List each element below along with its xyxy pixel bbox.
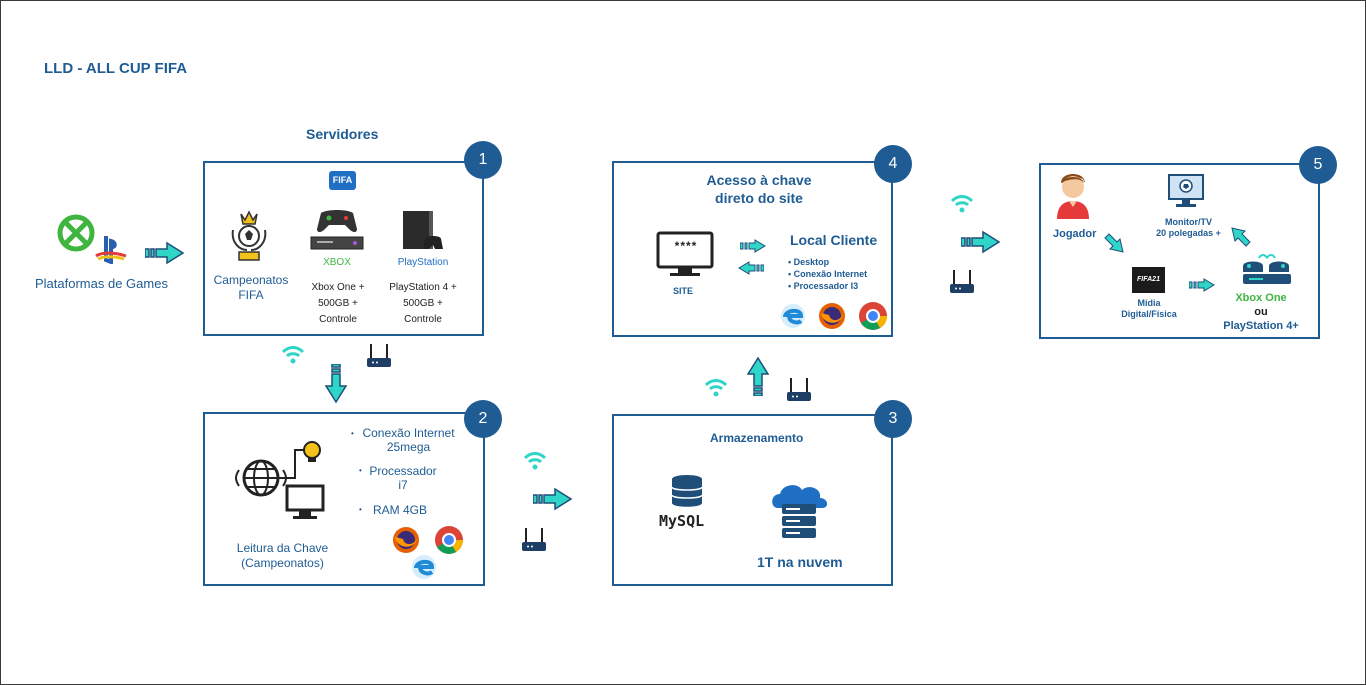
wifi-icon	[950, 193, 974, 215]
playstation-logo-icon	[94, 234, 128, 264]
cloud-label: 1T na nuvem	[757, 554, 843, 570]
arrow-down-icon	[324, 364, 348, 404]
storage-box: Armazenamento MySQL 1T na nuvem	[612, 414, 893, 586]
xbox-logo-icon	[57, 214, 95, 252]
game-consoles-icon	[1241, 252, 1293, 286]
database-icon	[670, 474, 704, 508]
campeonatos-label: Campeonatos FIFA	[213, 273, 289, 302]
servers-box: FIFA Campeonatos FIFA XBOX Xbox One + 50…	[203, 161, 484, 336]
trophy-icon	[227, 210, 271, 264]
arrow-right-icon	[533, 487, 573, 511]
spec-item: Conexão Internet 25mega	[362, 426, 455, 454]
arrow-diagonal-down-icon	[1103, 232, 1125, 254]
client-spec-item: Processador I3	[793, 281, 859, 291]
client-spec-item: Conexão Internet	[793, 269, 868, 279]
fifa21-cover-icon: FIFA21	[1132, 267, 1165, 293]
xbox-console-icon	[309, 207, 365, 255]
page-title: LLD - ALL CUP FIFA	[44, 60, 188, 77]
player-label: Jogador	[1053, 228, 1097, 240]
playstation-label: PlayStation	[397, 257, 449, 268]
step-badge-4: 4	[874, 145, 912, 183]
site-access-box: Acesso à chave direto do site **** SITE …	[612, 161, 893, 337]
site-access-title: Acesso à chave direto do site	[706, 172, 812, 206]
arrow-right-icon	[145, 241, 185, 265]
xbox-spec: Xbox One + 500GB + Controle	[311, 282, 365, 325]
wifi-icon	[523, 450, 547, 472]
servers-title: Servidores	[306, 126, 379, 142]
step-badge-1: 1	[464, 141, 502, 179]
playstation-console-icon	[401, 207, 445, 253]
key-reading-caption: Leitura da Chave (Campeonatos)	[236, 541, 329, 570]
arrow-diagonal-up-icon	[1230, 226, 1252, 248]
wifi-icon	[281, 344, 305, 366]
router-icon	[521, 526, 547, 554]
spec-item: RAM 4GB	[373, 503, 428, 517]
monitor-password-icon	[656, 231, 714, 279]
playstation-spec: PlayStation 4 + 500GB + Controle	[389, 282, 457, 325]
client-specs-list: • Desktop • Conexão Internet • Processad…	[788, 257, 868, 291]
chrome-icon	[857, 300, 889, 332]
monitor-label: Monitor/TV 20 polegadas +	[1156, 217, 1221, 238]
spec-item: Processador i7	[369, 464, 437, 492]
or-label: ou	[1254, 306, 1268, 318]
local-client-title: Local Cliente	[790, 232, 878, 248]
step-badge-2: 2	[464, 400, 502, 438]
password-mask: ****	[674, 239, 698, 253]
tv-monitor-icon	[1168, 173, 1204, 209]
arrow-up-icon	[746, 356, 770, 396]
wifi-icon	[704, 377, 728, 399]
arrow-right-icon	[740, 239, 766, 253]
router-icon	[949, 268, 975, 296]
arrow-right-icon	[961, 230, 1001, 254]
router-icon	[786, 376, 812, 404]
network-computer-icon	[235, 436, 335, 526]
site-label: SITE	[673, 286, 694, 296]
xbox-label: XBOX	[323, 257, 351, 268]
step-badge-5: 5	[1299, 146, 1337, 184]
chrome-icon	[433, 524, 465, 556]
xbox-one-label: Xbox One	[1235, 292, 1287, 304]
firefox-icon	[817, 301, 847, 331]
arrow-right-icon	[1189, 278, 1215, 292]
cloud-server-icon	[768, 482, 830, 542]
client-spec-item: Desktop	[793, 257, 830, 267]
player-avatar-icon	[1053, 169, 1093, 221]
storage-title: Armazenamento	[710, 431, 804, 445]
firefox-icon	[391, 525, 421, 555]
arrow-left-icon	[738, 261, 764, 275]
edge-icon	[410, 553, 438, 581]
mysql-label: MySQL	[659, 512, 705, 530]
platforms-label: Plataformas de Games	[35, 276, 168, 291]
key-reading-box: Leitura da Chave (Campeonatos) • Conexão…	[203, 412, 485, 586]
step-badge-3: 3	[874, 400, 912, 438]
router-icon	[366, 342, 392, 370]
player-box: Jogador Monitor/TV 20 polegadas + FIFA21…	[1039, 163, 1320, 339]
fifa-logo-icon: FIFA	[329, 171, 356, 190]
ps4-label: PlayStation 4+	[1223, 320, 1299, 332]
edge-icon	[779, 302, 807, 330]
media-label: Mídia Digital/Física	[1121, 298, 1177, 319]
